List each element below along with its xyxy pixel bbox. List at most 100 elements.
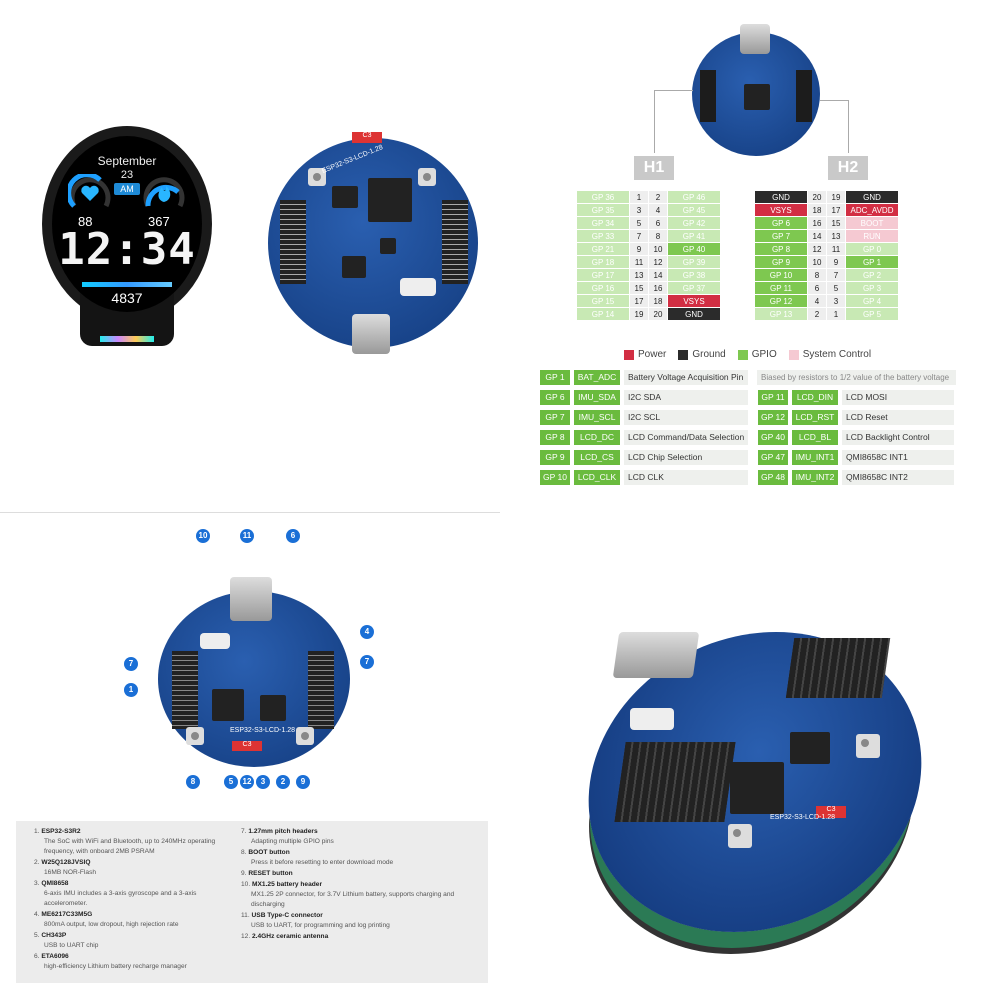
callout-2: 2	[276, 775, 290, 789]
function-gpio: GP 12	[758, 410, 788, 425]
pin-left-label: GP 15	[577, 295, 629, 307]
component-number: 5.	[34, 932, 40, 939]
function-gpio: GP 1	[540, 370, 570, 385]
pin-left-number: 10	[808, 256, 826, 268]
pin-left-number: 3	[630, 204, 648, 216]
function-description: QMI8658C INT1	[842, 450, 954, 465]
legend-label: GPIO	[751, 349, 777, 360]
pin-right-label: GP 5	[846, 308, 898, 320]
pin-right-number: 2	[649, 191, 667, 203]
pin-left-number: 19	[630, 308, 648, 320]
usb-c-small	[740, 24, 770, 54]
pin-left-label: GP 10	[755, 269, 807, 281]
function-description: LCD Backlight Control	[842, 430, 954, 445]
component-description: 800mA output, low dropout, high rejectio…	[44, 921, 179, 928]
board-top-small	[692, 24, 820, 158]
watch-progress-bar	[82, 282, 172, 287]
function-signal: LCD_BL	[792, 430, 838, 445]
antenna-chip: C3	[352, 132, 382, 143]
pin-right-number: 12	[649, 256, 667, 268]
function-description: LCD CLK	[624, 470, 748, 485]
pin-left-number: 12	[808, 243, 826, 255]
pin-left-number: 5	[630, 217, 648, 229]
watch-month: September	[97, 154, 157, 168]
function-signal: IMU_SCL	[574, 410, 620, 425]
legend-label: Ground	[692, 349, 726, 360]
pin-right-number: 1	[827, 308, 845, 320]
pin-left-label: GP 18	[577, 256, 629, 268]
reset-button-angled	[856, 734, 880, 758]
function-gpio: GP 48	[758, 470, 788, 485]
callout-10: 10	[196, 529, 210, 543]
pin-left-label: GP 7	[755, 230, 807, 242]
component-title: RESET button	[248, 870, 293, 877]
watch-heart-value: 88	[78, 214, 93, 229]
function-signal: LCD_RST	[792, 410, 838, 425]
component-description: high-efficiency Lithium battery recharge…	[44, 963, 187, 970]
usb-c-front	[230, 577, 272, 621]
pin-right-number: 19	[827, 191, 845, 203]
battery-note: Biased by resistors to 1/2 value of the …	[757, 370, 956, 385]
legend-swatch	[788, 349, 799, 360]
imu-chip	[380, 238, 396, 254]
pin-right-label: GP 38	[668, 269, 720, 281]
flash-front	[260, 695, 286, 721]
component-title: BOOT button	[248, 849, 290, 856]
watch-ampm-badge: AM	[114, 183, 140, 195]
h2-header-small	[796, 70, 812, 122]
component-description: 16MB NOR-Flash	[44, 869, 97, 876]
pin-right-number: 20	[649, 308, 667, 320]
usb-c-connector	[352, 314, 390, 354]
component-number: 3.	[34, 880, 40, 887]
function-gpio: GP 6	[540, 390, 570, 405]
watch-day: 23	[120, 169, 134, 181]
component-title: CH343P	[41, 932, 67, 939]
function-description: LCD Chip Selection	[624, 450, 748, 465]
component-title: ESP32-S3R2	[41, 828, 81, 835]
component-description: Press it before resetting to enter downl…	[251, 859, 394, 866]
product-photos-panel: September 23 AM 88 367 12:34 4837 C3	[0, 0, 500, 500]
pin-right-label: RUN	[846, 230, 898, 242]
header-angled-front	[614, 742, 736, 822]
h2-connector-line	[820, 100, 849, 153]
pin-left-label: GP 33	[577, 230, 629, 242]
soc-chip-small	[744, 84, 770, 110]
legend-label: System Control	[802, 349, 872, 360]
component-number: 2.	[34, 859, 40, 866]
pin-left-label: GP 35	[577, 204, 629, 216]
component-title: USB Type-C connector	[251, 912, 323, 919]
component-title: MX1.25 battery header	[252, 881, 323, 888]
board-back-view: C3 ESP32-S3-LCD-1.28	[260, 128, 480, 358]
pin-right-label: GP 40	[668, 243, 720, 255]
pin-right-number: 9	[827, 256, 845, 268]
callout-5: 5	[224, 775, 238, 789]
component-description: 6-axis IMU includes a 3-axis gyroscope a…	[44, 890, 197, 907]
function-signal: IMU_INT2	[792, 470, 838, 485]
component-item: 9. RESET button	[241, 869, 481, 879]
function-signal: LCD_CLK	[574, 470, 620, 485]
function-description: LCD Command/Data Selection	[624, 430, 748, 445]
usb-c-angled	[612, 632, 700, 678]
reset-button-front	[296, 727, 314, 745]
left-pin-header	[280, 200, 306, 284]
callout-6: 6	[286, 529, 300, 543]
pin-left-label: VSYS	[755, 204, 807, 216]
pin-left-label: GP 34	[577, 217, 629, 229]
